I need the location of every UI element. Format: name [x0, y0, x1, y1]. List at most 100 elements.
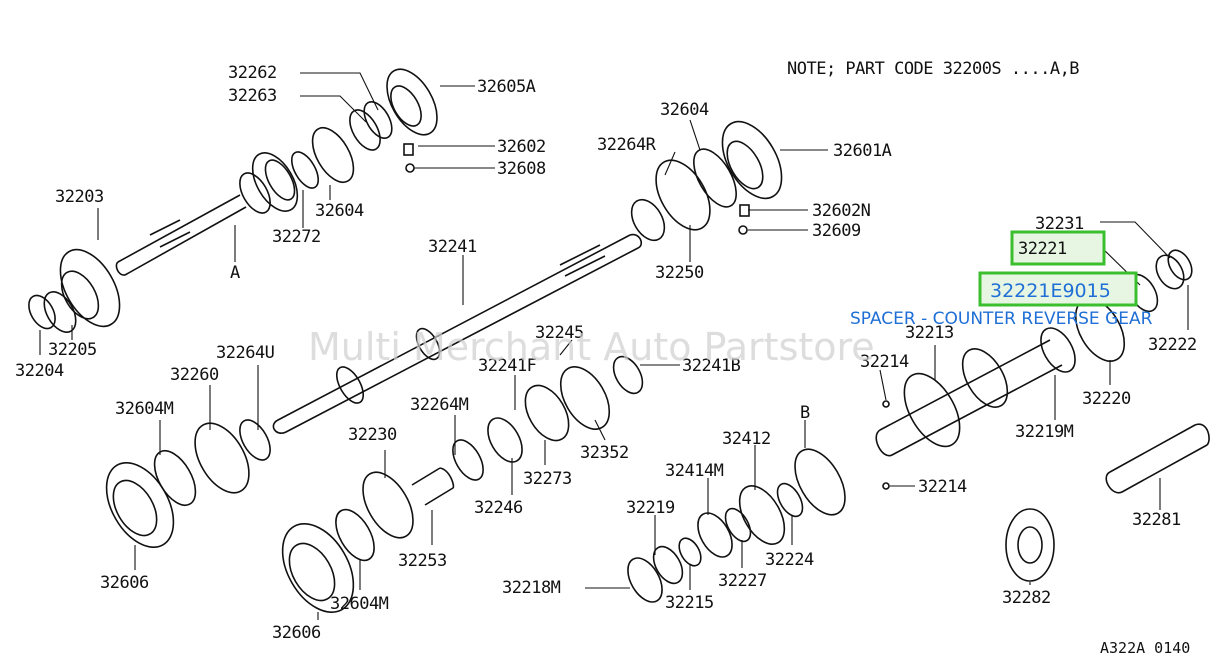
washer-32227[interactable]: [720, 504, 755, 545]
callout-32219[interactable]: 32219: [626, 498, 675, 518]
synchro-hub-32605A[interactable]: [377, 61, 448, 143]
callout-32281[interactable]: 32281: [1132, 510, 1181, 530]
gear-32250[interactable]: [645, 151, 721, 239]
main-drive-shaft[interactable]: [115, 194, 247, 276]
callout-32264M[interactable]: 32264M: [410, 395, 469, 415]
callout-32205[interactable]: 32205: [48, 340, 97, 360]
ring-32215[interactable]: [675, 535, 706, 570]
synchro-hub-32601A[interactable]: [710, 112, 794, 209]
gear-32352[interactable]: [551, 359, 620, 438]
callout-32218M[interactable]: 32218M: [502, 578, 561, 598]
callout-32352[interactable]: 32352: [580, 443, 629, 463]
callout-32231[interactable]: 32231: [1035, 214, 1084, 234]
nut-32241B[interactable]: [608, 352, 649, 399]
callout-32601A[interactable]: 32601A: [833, 141, 892, 161]
callout-32264U[interactable]: 32264U: [216, 343, 275, 363]
callout-32602N[interactable]: 32602N: [812, 201, 871, 221]
snap-ring-32204[interactable]: [23, 291, 60, 333]
bushing-32253[interactable]: [411, 467, 455, 506]
callout-32246[interactable]: 32246: [474, 498, 523, 518]
callout-32219M[interactable]: 32219M: [1015, 422, 1074, 442]
gear-32282[interactable]: [1005, 508, 1055, 582]
spring-32602N[interactable]: [739, 204, 750, 217]
spring-32602[interactable]: [403, 143, 414, 156]
callout-32604-upper[interactable]: 32604: [660, 100, 709, 120]
callout-32414M[interactable]: 32414M: [665, 461, 724, 481]
baulk-ring-32604M-b[interactable]: [328, 503, 382, 566]
ball-32214-b[interactable]: [882, 482, 890, 490]
callout-32204[interactable]: 32204: [15, 361, 64, 381]
ball-32609[interactable]: [738, 225, 748, 235]
washer-32246[interactable]: [481, 412, 529, 468]
bearing-32272[interactable]: [286, 148, 323, 193]
counter-gear-32213[interactable]: [875, 339, 1063, 457]
callout-32214-lower[interactable]: 32214: [918, 477, 967, 497]
ball-32608[interactable]: [405, 163, 415, 173]
ball-32214-a[interactable]: [882, 400, 890, 408]
gear-B[interactable]: [785, 441, 856, 523]
gear-32260[interactable]: [184, 414, 260, 502]
callout-32606[interactable]: 32606: [100, 573, 149, 593]
needle-bearing-32264M[interactable]: [447, 435, 490, 485]
bearing-32203[interactable]: [48, 240, 132, 337]
coupling-sleeve-32606-b[interactable]: [268, 511, 368, 624]
highlight-oem-number[interactable]: 32221E9015: [990, 280, 1111, 302]
callout-32273[interactable]: 32273: [523, 469, 572, 489]
callout-32605A[interactable]: 32605A: [477, 77, 536, 97]
needle-bearing-32264R[interactable]: [625, 194, 671, 246]
ring-32263[interactable]: [344, 105, 387, 155]
washer-32218M[interactable]: [621, 552, 669, 608]
callout-32609[interactable]: 32609: [812, 221, 861, 241]
callout-32203[interactable]: 32203: [55, 187, 104, 207]
gear-32230[interactable]: [353, 464, 424, 546]
callout-32412[interactable]: 32412: [722, 429, 771, 449]
bearing-32219M[interactable]: [1034, 322, 1082, 378]
main-shaft-gear[interactable]: [243, 145, 306, 218]
needle-bearing-32264U[interactable]: [234, 415, 277, 465]
ring-32262[interactable]: [358, 97, 397, 143]
washer-32224[interactable]: [772, 479, 807, 520]
callout-32604M[interactable]: 32604M: [115, 399, 174, 419]
snap-ring-32205[interactable]: [38, 286, 83, 337]
callout-32282[interactable]: 32282: [1002, 588, 1051, 608]
callout-32262[interactable]: 32262: [228, 63, 277, 83]
callout-32264R[interactable]: 32264R: [597, 135, 657, 155]
callout-A[interactable]: A: [230, 263, 241, 283]
callout-32213[interactable]: 32213: [905, 323, 954, 343]
bearing-32222[interactable]: [1163, 246, 1196, 284]
callout-32222[interactable]: 32222: [1148, 335, 1197, 355]
gear-32412[interactable]: [730, 478, 793, 551]
callout-32245[interactable]: 32245: [535, 323, 584, 343]
callout-32241B[interactable]: 32241B: [682, 356, 741, 376]
baulk-ring-32604-upper[interactable]: [685, 142, 745, 213]
callout-32215[interactable]: 32215: [665, 593, 714, 613]
highlight-part-number[interactable]: 32221: [1018, 239, 1067, 259]
ring-32231[interactable]: [1151, 250, 1190, 293]
callout-32602[interactable]: 32602: [497, 137, 546, 157]
callout-32608[interactable]: 32608: [497, 159, 546, 179]
bearing-32219[interactable]: [648, 542, 689, 589]
callout-32214[interactable]: 32214: [860, 352, 909, 372]
callout-B[interactable]: B: [800, 403, 811, 423]
callout-32604M-lower[interactable]: 32604M: [330, 594, 389, 614]
callout-32220[interactable]: 32220: [1082, 389, 1131, 409]
callout-32241[interactable]: 32241: [428, 237, 477, 257]
callout-32224[interactable]: 32224: [765, 550, 814, 570]
callout-32250[interactable]: 32250: [655, 263, 704, 283]
callout-32604-upper-left[interactable]: 32604: [315, 201, 364, 221]
reverse-idler-shaft-32281[interactable]: [1105, 423, 1210, 494]
callout-32241F[interactable]: 32241F: [478, 356, 537, 376]
callout-32272[interactable]: 32272: [272, 227, 321, 247]
highlight-oem-number-bg: [980, 273, 1136, 305]
gear-32414M[interactable]: [691, 507, 739, 563]
callout-32263[interactable]: 32263: [228, 86, 277, 106]
baulk-ring-32604[interactable]: [304, 121, 362, 189]
callout-32606-lower[interactable]: 32606: [272, 623, 321, 643]
coupling-sleeve-32606[interactable]: [93, 451, 187, 559]
callout-32260[interactable]: 32260: [170, 365, 219, 385]
mainshaft-32241[interactable]: [272, 233, 642, 434]
callout-32230[interactable]: 32230: [348, 425, 397, 445]
callout-32253[interactable]: 32253: [398, 551, 447, 571]
callout-32227[interactable]: 32227: [718, 571, 767, 591]
bearing-32273[interactable]: [516, 378, 577, 448]
